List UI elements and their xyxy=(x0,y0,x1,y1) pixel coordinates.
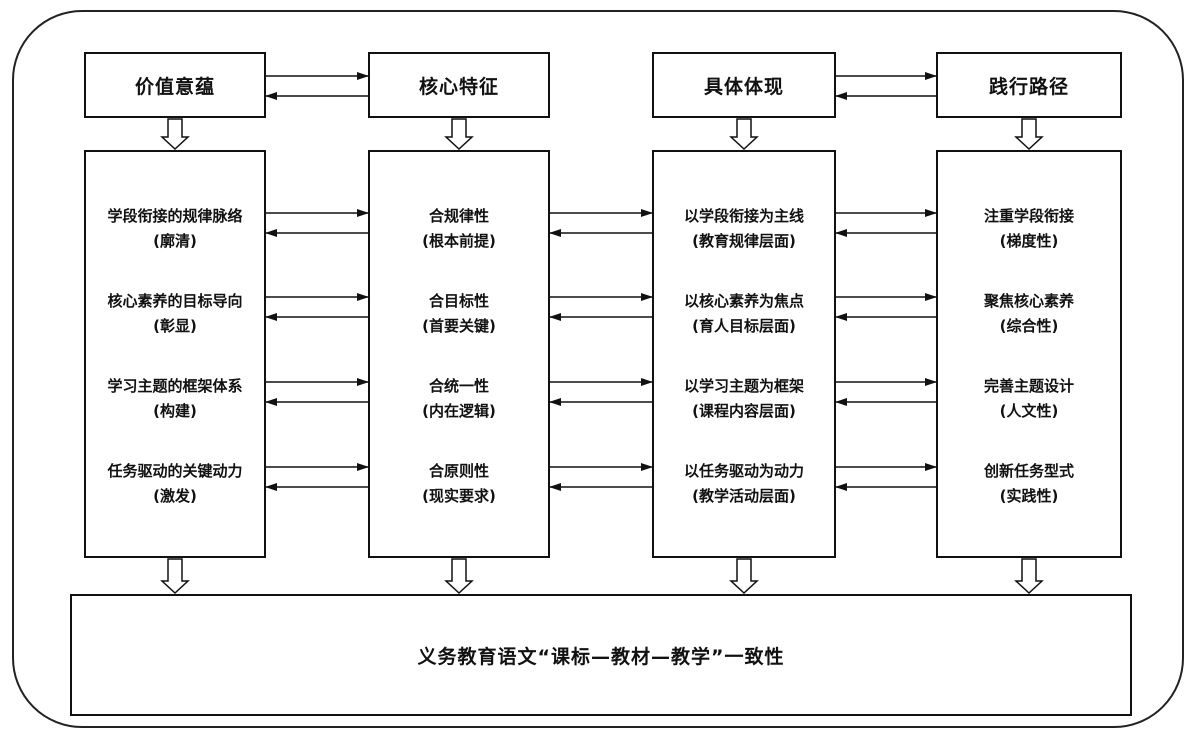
down-arrow xyxy=(1014,558,1044,595)
list-item: 完善主题设计(人文性) xyxy=(983,377,1074,420)
column-core-features: 合规律性(根本前提) 合目标性(首要关键) 合统一性(内在逻辑) 合原则性(现实… xyxy=(368,150,550,558)
bottom-conclusion-box: 义务教育语文“课标—教材—教学”一致性 xyxy=(70,594,1132,716)
down-arrow xyxy=(729,558,759,595)
header-value-meaning: 价值意蕴 xyxy=(84,52,266,118)
list-item: 以学段衔接为主线(教育规律层面) xyxy=(683,207,804,250)
list-item: 聚焦核心素养(综合性) xyxy=(983,292,1074,335)
down-arrow xyxy=(444,118,474,151)
column-practice-path: 注重学段衔接(梯度性) 聚焦核心素养(综合性) 完善主题设计(人文性) 创新任务… xyxy=(936,150,1122,558)
list-item: 创新任务型式(实践性) xyxy=(983,462,1074,505)
list-item: 注重学段衔接(梯度性) xyxy=(983,207,1074,250)
header-practice-path: 践行路径 xyxy=(936,52,1122,118)
column-value-meaning: 学段衔接的规律脉络(廓清) 核心素养的目标导向(彰显) 学习主题的框架体系(构建… xyxy=(84,150,266,558)
list-item: 合统一性(内在逻辑) xyxy=(422,377,496,420)
list-item: 以学习主题为框架(课程内容层面) xyxy=(683,377,804,420)
list-item: 学段衔接的规律脉络(廓清) xyxy=(107,207,243,250)
down-arrow xyxy=(444,558,474,595)
outer-frame xyxy=(12,10,1184,728)
list-item: 以任务驱动为动力(教学活动层面) xyxy=(683,462,804,505)
list-item: 任务驱动的关键动力(激发) xyxy=(107,462,243,505)
list-item: 合原则性(现实要求) xyxy=(422,462,496,505)
list-item: 以核心素养为焦点(育人目标层面) xyxy=(683,292,804,335)
list-item: 合目标性(首要关键) xyxy=(422,292,496,335)
list-item: 学习主题的框架体系(构建) xyxy=(107,377,243,420)
down-arrow xyxy=(160,558,190,595)
list-item: 合规律性(根本前提) xyxy=(422,207,496,250)
column-concrete-manifestation: 以学段衔接为主线(教育规律层面) 以核心素养为焦点(育人目标层面) 以学习主题为… xyxy=(652,150,836,558)
down-arrow xyxy=(1014,118,1044,151)
down-arrow xyxy=(160,118,190,151)
list-item: 核心素养的目标导向(彰显) xyxy=(107,292,243,335)
header-core-features: 核心特征 xyxy=(368,52,550,118)
header-concrete-manifestation: 具体体现 xyxy=(652,52,836,118)
down-arrow xyxy=(729,118,759,151)
